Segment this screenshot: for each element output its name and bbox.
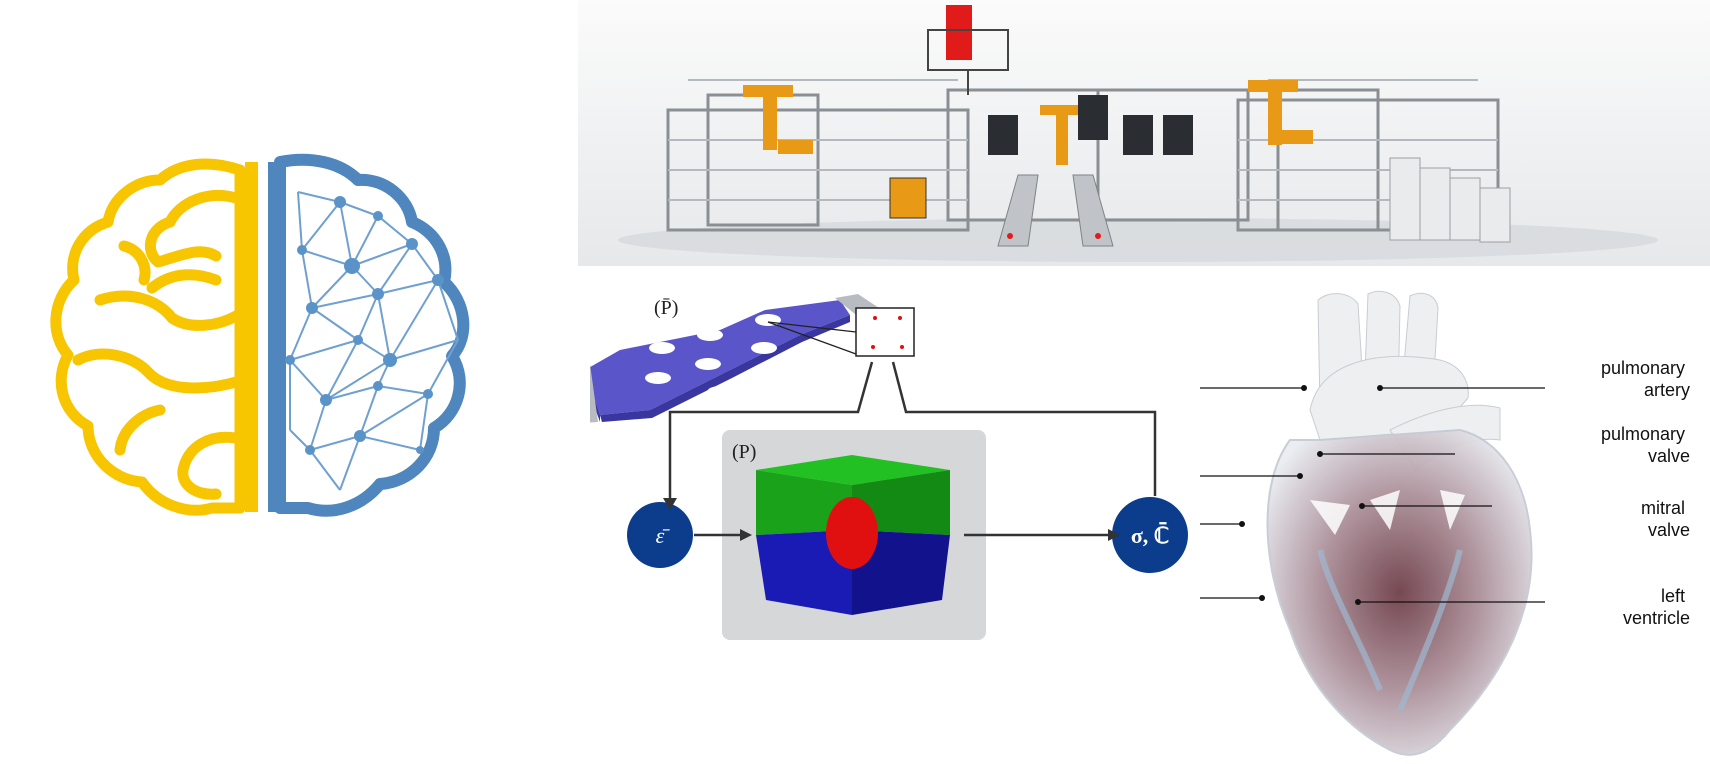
integration-point-box bbox=[855, 307, 915, 357]
heart-leader-lines bbox=[1200, 387, 1545, 603]
heart-illustration: aortic arch aortic valve tricuspid valve… bbox=[1200, 290, 1690, 756]
macro-problem-label: (P̄) bbox=[654, 297, 678, 319]
rve-cube bbox=[756, 455, 950, 615]
svg-text:σ, ℂ̄: σ, ℂ̄ bbox=[1131, 522, 1169, 548]
multiscale-diagram: (P̄) (P) ε̄ σ, ℂ̄ bbox=[590, 294, 1188, 640]
brain-right-hemisphere bbox=[274, 153, 470, 517]
robot-arm-center bbox=[1040, 105, 1080, 165]
micro-problem-label: (P) bbox=[732, 441, 756, 463]
brain-left-bar bbox=[245, 162, 258, 512]
label-pulmonary-valve: pulmonary valve bbox=[1601, 424, 1690, 466]
label-left-ventricle: left ventricle bbox=[1623, 586, 1690, 628]
specimen-plate bbox=[590, 294, 882, 423]
inclusion bbox=[826, 497, 878, 569]
brain-logo bbox=[50, 153, 470, 517]
robot-arm-left bbox=[743, 85, 813, 154]
red-machine bbox=[946, 5, 972, 60]
strain-input-node bbox=[627, 502, 693, 568]
label-pulmonary-artery: pulmonary artery bbox=[1601, 358, 1690, 400]
robot-arm-right bbox=[1248, 80, 1313, 145]
flow-arrows bbox=[668, 361, 1157, 537]
label-mitral-valve: mitral valve bbox=[1641, 498, 1690, 540]
brain-left-hemisphere bbox=[50, 158, 246, 516]
factory-render bbox=[578, 0, 1710, 266]
stress-output-node bbox=[1112, 497, 1188, 573]
